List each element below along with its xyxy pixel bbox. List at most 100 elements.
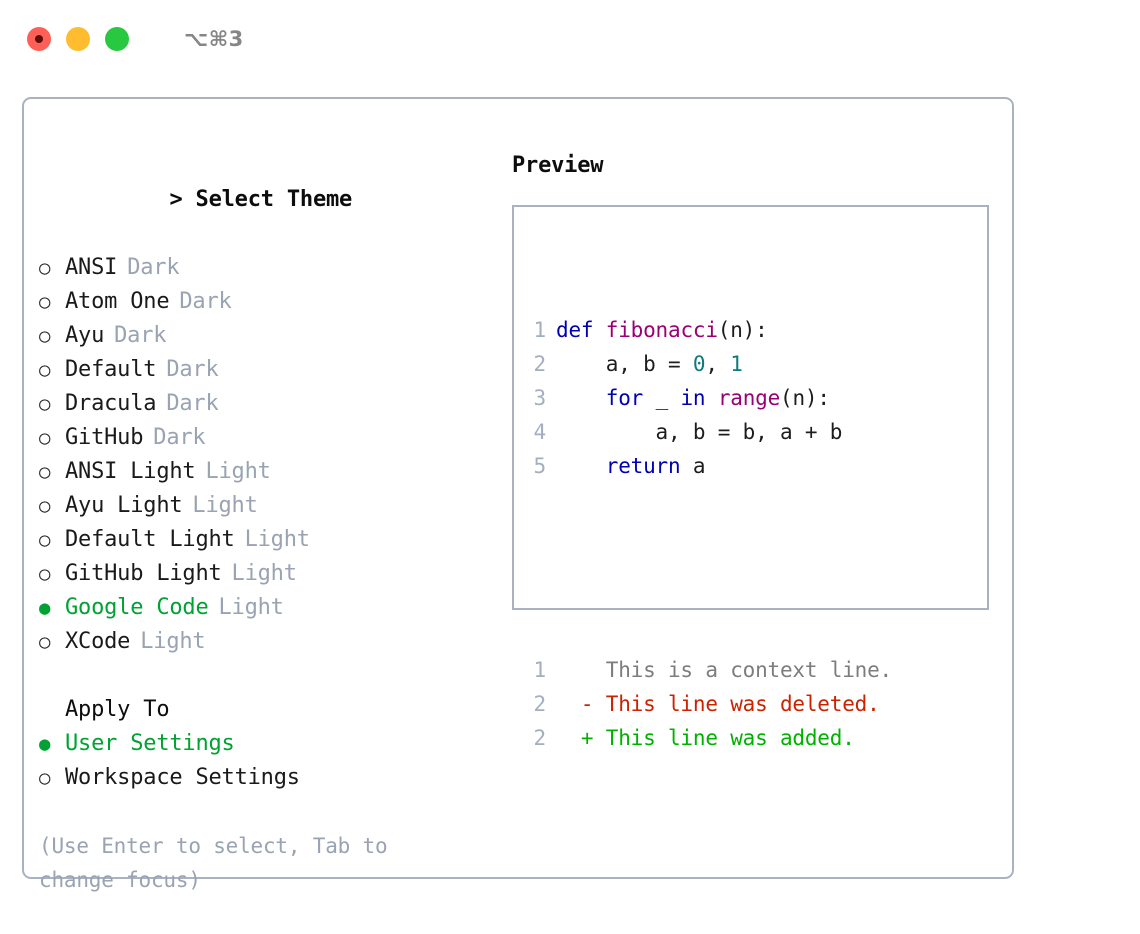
- theme-variant-badge: Light: [244, 527, 310, 552]
- diff-lines: 1 This is a context line.2 - This line w…: [522, 653, 987, 755]
- code-token-keyword: in: [680, 386, 706, 410]
- theme-option-label: XCode: [65, 629, 131, 654]
- line-number: 3: [533, 386, 547, 410]
- keyboard-hint-text: (Use Enter to select, Tab to change focu…: [39, 834, 388, 892]
- theme-variant-badge: Light: [218, 595, 284, 620]
- line-number: 2: [533, 692, 547, 716]
- diff-line-context: 1 This is a context line.: [522, 653, 987, 687]
- theme-option-label: ANSI Light: [65, 459, 196, 484]
- apply-to-option-label: Workspace Settings: [65, 765, 300, 790]
- code-token-function: range: [717, 386, 781, 410]
- theme-variant-badge: Dark: [114, 323, 167, 348]
- hint-spacer: [39, 795, 502, 829]
- code-token-function: fibonacci: [605, 318, 718, 342]
- code-token-punct: (n):: [780, 386, 830, 410]
- radio-unselected-icon: ○: [39, 767, 51, 789]
- radio-selected-icon: ●: [39, 597, 51, 619]
- prompt-marker-icon: >: [169, 187, 183, 212]
- theme-option-label: GitHub: [65, 425, 144, 450]
- diff-line-text: This is a context line.: [556, 658, 892, 682]
- maximize-button[interactable]: [105, 27, 129, 51]
- line-number: 2: [533, 726, 547, 750]
- theme-variant-badge: Light: [140, 629, 206, 654]
- radio-unselected-icon: ○: [39, 495, 51, 517]
- theme-variant-badge: Light: [205, 459, 271, 484]
- code-token-plain: [556, 454, 606, 478]
- minimize-button[interactable]: [66, 27, 90, 51]
- theme-option-label: ANSI: [65, 255, 118, 280]
- code-token-plain: _: [643, 386, 681, 410]
- radio-unselected-icon: ○: [39, 359, 51, 381]
- theme-option-github[interactable]: ○ GitHub Dark: [39, 421, 502, 455]
- code-line: 5 return a: [522, 449, 987, 483]
- line-number: 1: [533, 658, 547, 682]
- close-button[interactable]: [27, 27, 51, 51]
- code-line-text: a, b = 0, 1: [556, 347, 743, 381]
- theme-option-google-code[interactable]: ● Google Code Light: [39, 591, 502, 625]
- apply-to-option-user-settings[interactable]: ●User Settings: [39, 727, 502, 761]
- code-token-plain: a, b = b, a + b: [556, 420, 843, 444]
- code-token-plain: a, b =: [556, 352, 693, 376]
- code-token-plain: [556, 386, 606, 410]
- code-token-plain: [705, 386, 717, 410]
- diff-gap: [522, 551, 987, 585]
- theme-option-label: Default Light: [65, 527, 235, 552]
- theme-variant-badge: Light: [231, 561, 297, 586]
- code-token-number: 0: [692, 352, 706, 376]
- code-line: 4 a, b = b, a + b: [522, 415, 987, 449]
- code-line-text: def fibonacci(n):: [556, 313, 768, 347]
- theme-variant-badge: Dark: [166, 391, 219, 416]
- code-token-plain: a: [680, 454, 706, 478]
- window-titlebar: ⌥⌘3: [0, 0, 1140, 78]
- select-theme-header: > Select Theme: [39, 149, 502, 251]
- preview-title: Preview: [512, 153, 604, 178]
- code-line: 2 a, b = 0, 1: [522, 347, 987, 381]
- theme-variant-badge: Light: [192, 493, 258, 518]
- code-line: 3 for _ in range(n):: [522, 381, 987, 415]
- radio-unselected-icon: ○: [39, 427, 51, 449]
- keyboard-shortcut-label: ⌥⌘3: [184, 27, 244, 51]
- theme-variant-badge: Dark: [127, 255, 180, 280]
- theme-option-label: Ayu: [65, 323, 105, 348]
- code-line-text: a, b = b, a + b: [556, 415, 843, 449]
- radio-unselected-icon: ○: [39, 461, 51, 483]
- theme-variant-badge: Dark: [153, 425, 206, 450]
- code-line-text: return a: [556, 449, 706, 483]
- diff-line-deleted: 2 - This line was deleted.: [522, 687, 987, 721]
- code-token-plain: ,: [705, 352, 731, 376]
- diff-line-added: 2 + This line was added.: [522, 721, 987, 755]
- line-number: 5: [533, 454, 547, 478]
- theme-variant-badge: Dark: [166, 357, 219, 382]
- radio-unselected-icon: ○: [39, 631, 51, 653]
- theme-option-xcode[interactable]: ○ XCode Light: [39, 625, 502, 659]
- theme-option-ansi-light[interactable]: ○ ANSI Light Light: [39, 455, 502, 489]
- theme-option-label: Atom One: [65, 289, 170, 314]
- select-theme-title: Select Theme: [195, 187, 353, 212]
- diff-line-text: + This line was added.: [556, 726, 855, 750]
- radio-unselected-icon: ○: [39, 291, 51, 313]
- apply-to-header: Apply To: [65, 697, 170, 722]
- code-line-text: for _ in range(n):: [556, 381, 830, 415]
- radio-selected-icon: ●: [39, 733, 51, 755]
- theme-option-label: Google Code: [65, 595, 209, 620]
- line-number: 4: [533, 420, 547, 444]
- theme-option-label: GitHub Light: [65, 561, 222, 586]
- code-token-keyword: for: [605, 386, 644, 410]
- apply-to-option-workspace-settings[interactable]: ○ Workspace Settings: [39, 761, 502, 795]
